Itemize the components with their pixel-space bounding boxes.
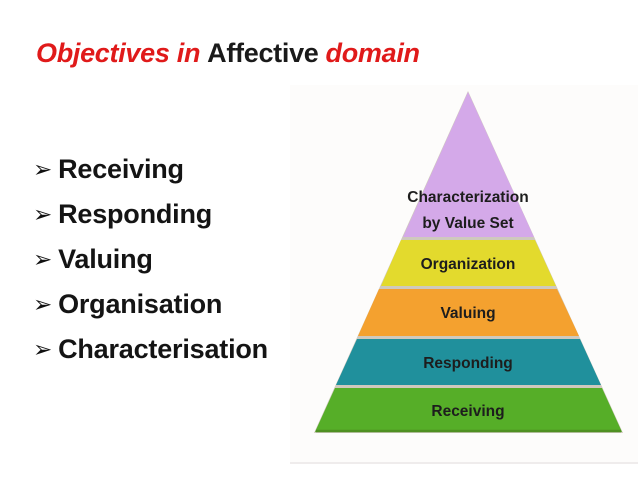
pyramid-level-valuing [358, 289, 579, 336]
title-segment-lead: Objectives in [36, 38, 201, 69]
pyramid-level-responding [336, 339, 601, 385]
arrow-bullet-icon: ➢ [33, 246, 53, 272]
pyramid-label-responding: Responding [423, 355, 513, 372]
pyramid-label-characterization-line1: Characterization [407, 189, 528, 206]
pyramid-label-characterization-line2: by Value Set [422, 215, 513, 232]
list-item: ➢ Valuing [33, 237, 268, 282]
pyramid-label-valuing: Valuing [440, 305, 495, 322]
list-item-label: Receiving [58, 154, 184, 184]
pyramid-label-receiving: Receiving [431, 403, 504, 420]
pyramid-level-organization [381, 240, 556, 286]
list-item: ➢ Responding [33, 192, 268, 237]
list-item-label: Characterisation [58, 334, 268, 364]
list-item-label: Valuing [58, 244, 153, 274]
arrow-bullet-icon: ➢ [33, 291, 53, 317]
list-item-label: Responding [58, 199, 213, 229]
title-segment-middle: Affective [207, 38, 319, 69]
arrow-bullet-icon: ➢ [33, 336, 53, 362]
arrow-bullet-icon: ➢ [33, 156, 53, 182]
list-item: ➢ Organisation [33, 282, 268, 327]
arrow-bullet-icon: ➢ [33, 201, 53, 227]
list-item: ➢ Receiving [33, 147, 268, 192]
pyramid-label-organization: Organization [421, 256, 516, 273]
list-item: ➢ Characterisation [33, 327, 268, 372]
pyramid-level-characterization [403, 92, 534, 237]
title-segment-tail: domain [325, 38, 421, 69]
bullet-list: ➢ Receiving ➢ Responding ➢ Valuing ➢ Org… [33, 147, 268, 372]
pyramid-level-receiving [315, 388, 622, 432]
list-item-label: Organisation [58, 289, 223, 319]
